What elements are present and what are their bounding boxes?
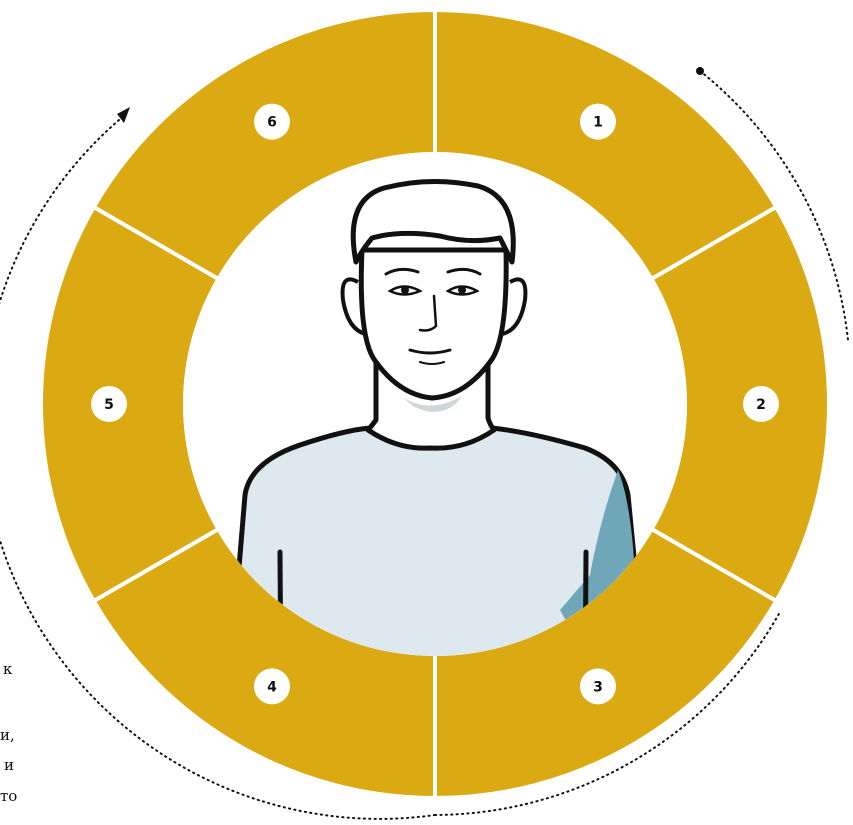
segment-number-4: 4: [267, 679, 277, 695]
text-fragment-3: и: [4, 758, 14, 773]
left-pupil: [401, 286, 409, 294]
segment-number-2: 2: [756, 397, 766, 413]
segment-number-6: 6: [267, 115, 277, 131]
right-pupil: [458, 286, 466, 294]
segment-number-3: 3: [593, 679, 603, 695]
text-fragment-2: и,: [0, 728, 15, 743]
text-fragment-1: к: [3, 662, 12, 677]
segment-number-5: 5: [104, 397, 114, 413]
text-fragment-4: то: [0, 789, 17, 804]
segment-number-1: 1: [593, 115, 603, 131]
